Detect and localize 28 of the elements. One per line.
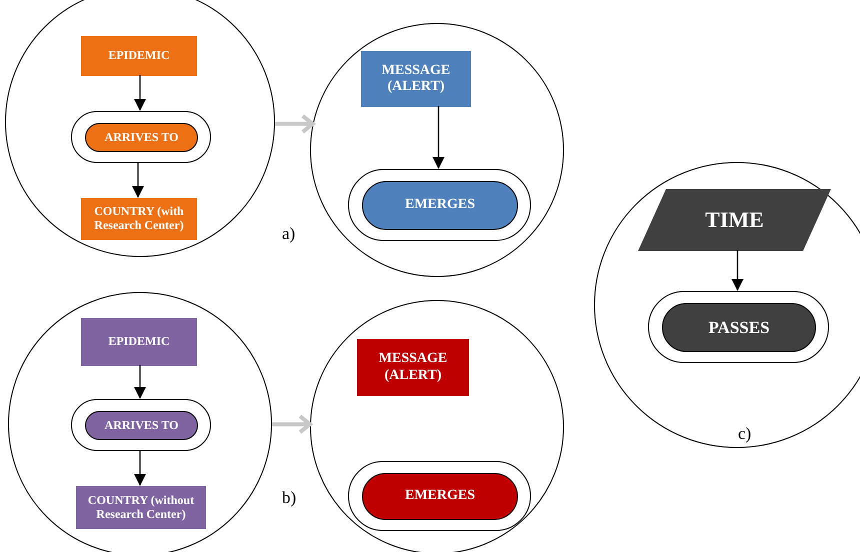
process-box: EPIDEMIC [81,318,197,366]
process-box: EPIDEMIC [81,36,197,76]
arrow [274,114,315,134]
terminator-pill: ARRIVES TO [85,123,198,152]
terminator-outline [348,169,531,241]
arrow [432,106,444,169]
input-parallelogram [638,189,831,251]
terminator-outline [71,111,211,163]
terminator-pill: EMERGES [362,473,518,520]
arrow [134,75,146,111]
panel-label: a) [282,224,296,244]
arrow [134,450,146,486]
terminator-outline [71,399,211,451]
terminator-pill: PASSES [662,303,816,352]
terminator-pill: EMERGES [362,181,518,230]
node-label: TIME [704,206,765,234]
arrow [272,414,312,434]
process-box: MESSAGE (ALERT) [361,51,471,107]
process-box: COUNTRY (without Research Center) [76,486,206,529]
arrow [134,365,146,399]
process-box: MESSAGE (ALERT) [357,339,469,396]
panel-label: b) [282,488,296,508]
terminator-pill: ARRIVES TO [85,411,198,440]
panel-label: c) [738,424,752,444]
arrow [732,250,744,291]
arrow [132,162,144,198]
process-box: COUNTRY (with Research Center) [81,198,197,240]
terminator-outline [348,461,531,531]
